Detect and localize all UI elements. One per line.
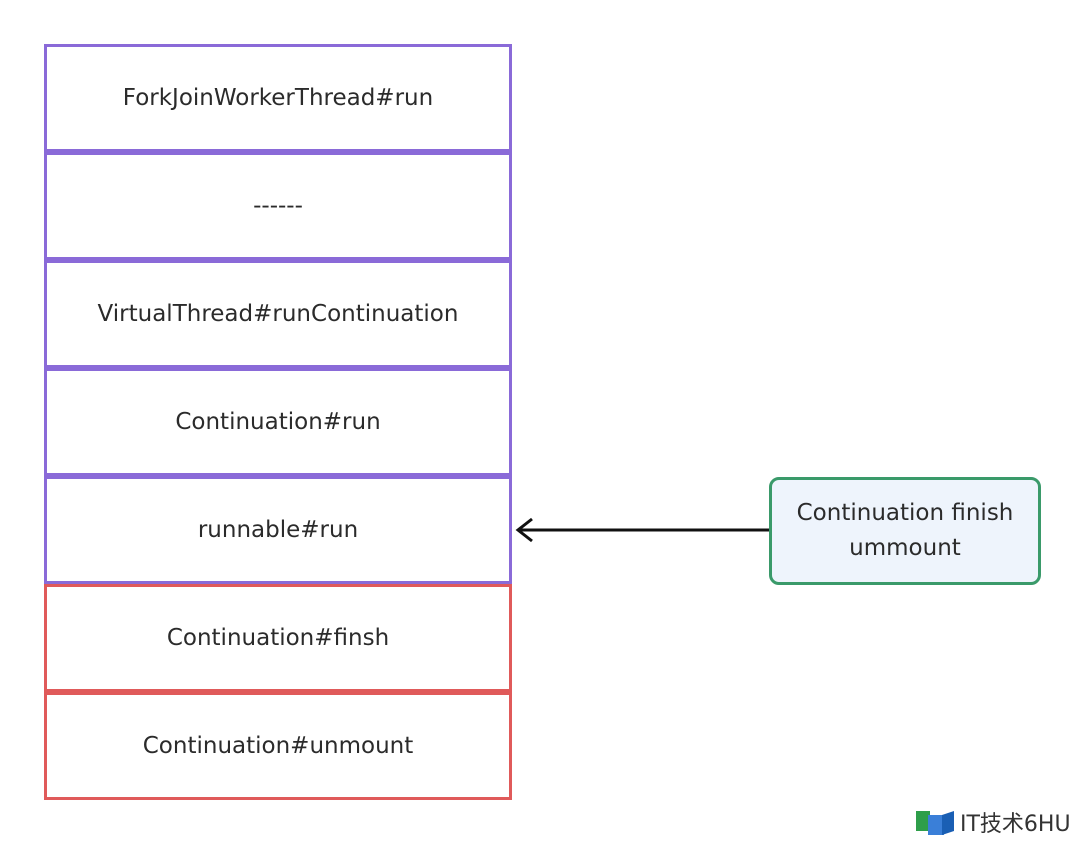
stack-frame-label: Continuation#unmount: [142, 733, 414, 759]
annotation-note-text: Continuation finish ummount: [796, 500, 1014, 561]
stack-frame-label: Continuation#run: [175, 409, 381, 435]
stack-frame-label: ForkJoinWorkerThread#run: [122, 85, 434, 111]
stack-frame-label: Continuation#finsh: [166, 625, 390, 651]
stack-frame-ellipsis: ------: [44, 152, 512, 260]
watermark: IT技术6HU: [912, 806, 1071, 838]
pointer-arrow-icon: [515, 517, 772, 543]
book-logo-icon: [912, 807, 956, 837]
stack-frame-continuation-unmount: Continuation#unmount: [44, 692, 512, 800]
stack-frame-forkjoinworkerthread-run: ForkJoinWorkerThread#run: [44, 44, 512, 152]
stack-frame-label: runnable#run: [197, 517, 359, 543]
stack-frame-virtualthread-runcontinuation: VirtualThread#runContinuation: [44, 260, 512, 368]
stack-frame-runnable-run: runnable#run: [44, 476, 512, 584]
stack-frame-label: ------: [253, 193, 303, 219]
stack-frame-label: VirtualThread#runContinuation: [97, 301, 459, 327]
stack-frame-continuation-run: Continuation#run: [44, 368, 512, 476]
stack-frame-continuation-finsh: Continuation#finsh: [44, 584, 512, 692]
annotation-note: Continuation finish ummount: [769, 477, 1041, 585]
watermark-text: IT技术6HU: [960, 812, 1071, 837]
